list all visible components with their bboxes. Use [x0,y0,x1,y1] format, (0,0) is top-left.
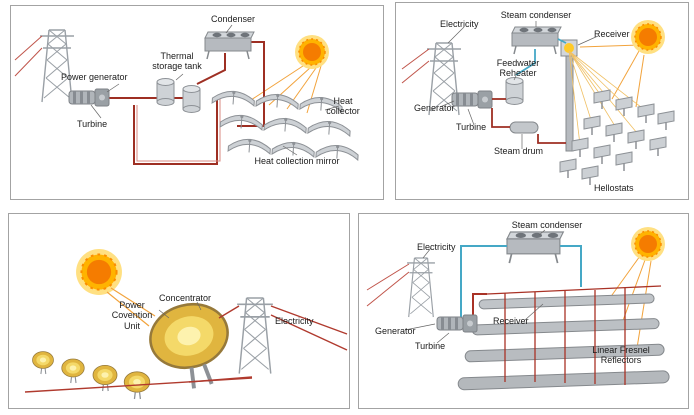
receiver-frame [486,285,662,385]
pipe-highlight [136,96,221,162]
label-concentrator: Concentrator [159,293,212,303]
transmission-tower-icon [236,297,274,375]
label-feedwater-reheater: Feedwater Reheater [496,58,540,79]
label-heat-collection-mirror: Heat collection mirror [254,156,340,166]
solar-rays [250,63,322,114]
label-electricity: Electricity [417,242,456,252]
panel-bottom-left: Power Covention Unit Concentrator Electr… [8,213,350,409]
steam-drum-tank [509,121,539,134]
power-lines [14,35,43,77]
leader-lines [158,301,202,319]
sun-icon [294,34,330,70]
solar-rays [579,44,645,108]
generator-unit [436,314,478,333]
leader-lines [90,24,340,156]
label-thermal-storage-tank: Thermal storage tank [152,51,202,72]
label-electricity: Electricity [440,19,479,29]
label-generator: Generator [414,103,455,113]
pipes [460,245,582,320]
label-condenser: Condenser [210,14,256,24]
label-turbine: Turbine [415,341,446,351]
generator-unit [68,88,110,107]
pipes [491,38,567,144]
transmission-tower-icon [406,257,436,318]
tower-art [401,19,675,186]
dish-art [24,248,348,400]
label-linear-fresnel-reflectors: Linear Fresnel Reflectors [592,345,650,366]
label-steam-drum: Steam drum [494,146,544,156]
label-steam-condenser: Steam condenser [500,10,572,20]
storage-tank [156,78,175,106]
panel-bottom-right: Steam condenser Electricity Generator Tu… [358,213,689,409]
label-receiver: Receiver [493,316,529,326]
fresnel-art [366,226,670,391]
label-power-generator: Power generator [61,72,128,82]
power-lines [366,263,410,307]
trough-art [14,24,360,165]
generator-unit [451,90,493,109]
label-electricity: Electricity [275,316,314,326]
label-heat-collector: Heat collector [326,96,360,117]
feedwater-tank [505,77,524,105]
condenser-unit [204,31,255,60]
power-lines [24,305,348,393]
label-steam-condenser: Steam condenser [511,220,583,230]
transmission-tower-icon [39,29,75,103]
sun-icon [630,19,666,55]
dish-small [61,358,85,384]
condenser-unit [506,231,565,264]
receiver-tower [560,39,578,152]
heliostat-rays [568,50,647,146]
power-lines [401,48,430,84]
panel-top-left: Condenser Thermal storage tank Power gen… [10,5,384,200]
label-receiver: Receiver [594,29,630,39]
leader-lines [439,21,599,149]
label-power-conversion-unit: Power Covention Unit [111,300,153,331]
dish-small [31,351,55,375]
solar-rays [106,287,156,327]
storage-tank [182,85,201,113]
sun-icon [75,248,123,296]
panel-top-right: Electricity Steam condenser Receiver Fee… [395,2,689,200]
sun-icon [630,226,666,262]
label-turbine: Turbine [77,119,108,129]
heliostat-field [559,89,675,186]
leader-lines [404,229,546,344]
label-turbine: Turbine [456,122,487,132]
label-generator: Generator [375,326,416,336]
label-heliostats: Hellostats [594,183,634,193]
condenser-unit [511,26,562,55]
